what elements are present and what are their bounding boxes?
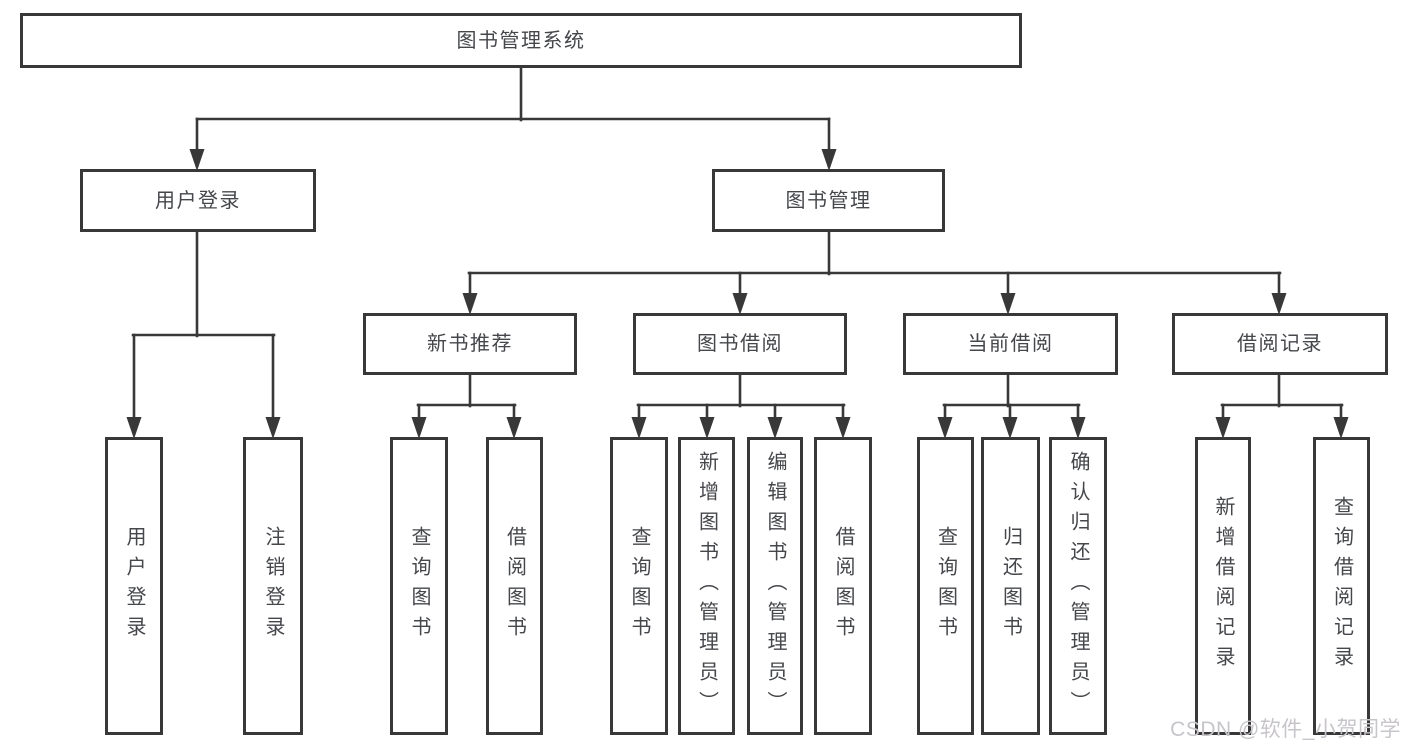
node-label: 用户登录 [123,526,145,646]
leaf-return-books: 归还图书 [981,437,1040,735]
arrowhead-icon [462,293,478,315]
leaf-query-books-borrowing: 查询图书 [610,437,668,735]
arrowhead-icon [1271,293,1287,315]
arrowhead-icon [1000,293,1016,315]
node-user-login-branch: 用户登录 [80,169,316,232]
node-label: 借阅图书 [832,526,854,646]
node-label: 图书借阅 [697,333,783,355]
node-label: 查询图书 [628,526,650,646]
node-label: 查询借阅记录 [1330,496,1353,676]
arrowhead-icon [1215,417,1231,439]
node-label: 新书推荐 [427,333,513,355]
arrowhead-icon [1070,417,1086,439]
node-label: 确认归还（管理员） [1067,451,1089,721]
leaf-logout: 注销登录 [243,437,303,735]
leaf-add-borrow-record: 新增借阅记录 [1195,437,1251,735]
leaf-query-books-current: 查询图书 [917,437,974,735]
arrowhead-icon [506,417,522,439]
node-label: 用户登录 [155,189,241,212]
leaf-edit-books-admin: 编辑图书（管理员） [747,437,803,735]
node-label: 图书管理 [785,189,872,212]
node-book-management-branch: 图书管理 [712,169,945,232]
arrowhead-icon [411,417,427,439]
csdn-watermark: CSDN @软件_小贺同学 [1170,718,1401,741]
node-borrowing-records: 借阅记录 [1172,313,1388,375]
node-current-borrowing: 当前借阅 [903,313,1118,375]
arrowhead-icon [699,417,715,439]
arrowhead-icon [1333,417,1349,439]
leaf-borrow-books: 借阅图书 [814,437,872,735]
leaf-borrow-books-recommend: 借阅图书 [486,437,543,735]
node-label: 当前借阅 [967,333,1054,355]
arrowhead-icon [1002,417,1018,439]
leaf-query-books-recommend: 查询图书 [390,437,448,735]
node-label: 归还图书 [999,526,1022,646]
arrowhead-icon [937,417,953,439]
arrowhead-icon [767,417,783,439]
node-label: 图书管理系统 [456,29,586,52]
arrowhead-icon [189,149,205,171]
node-label: 新增图书（管理员） [695,451,718,721]
node-book-borrowing: 图书借阅 [633,313,847,375]
node-label: 查询图书 [408,526,430,646]
node-label: 编辑图书（管理员） [764,451,786,721]
node-new-book-recommend: 新书推荐 [363,313,577,375]
node-label: 注销登录 [262,526,284,646]
node-root-system: 图书管理系统 [20,13,1022,68]
node-label: 新增借阅记录 [1212,496,1234,676]
arrowhead-icon [631,417,647,439]
arrowhead-icon [835,417,851,439]
leaf-add-books-admin: 新增图书（管理员） [678,437,735,735]
arrowhead-icon [126,417,142,439]
node-label: 查询图书 [934,526,957,646]
node-label: 借阅记录 [1237,333,1323,355]
arrowhead-icon [821,149,837,171]
arrowhead-icon [265,417,281,439]
arrowhead-icon [732,293,748,315]
leaf-user-login: 用户登录 [105,437,163,735]
leaf-confirm-return-admin: 确认归还（管理员） [1049,437,1107,735]
leaf-query-borrow-record: 查询借阅记录 [1313,437,1370,735]
node-label: 借阅图书 [503,526,526,646]
